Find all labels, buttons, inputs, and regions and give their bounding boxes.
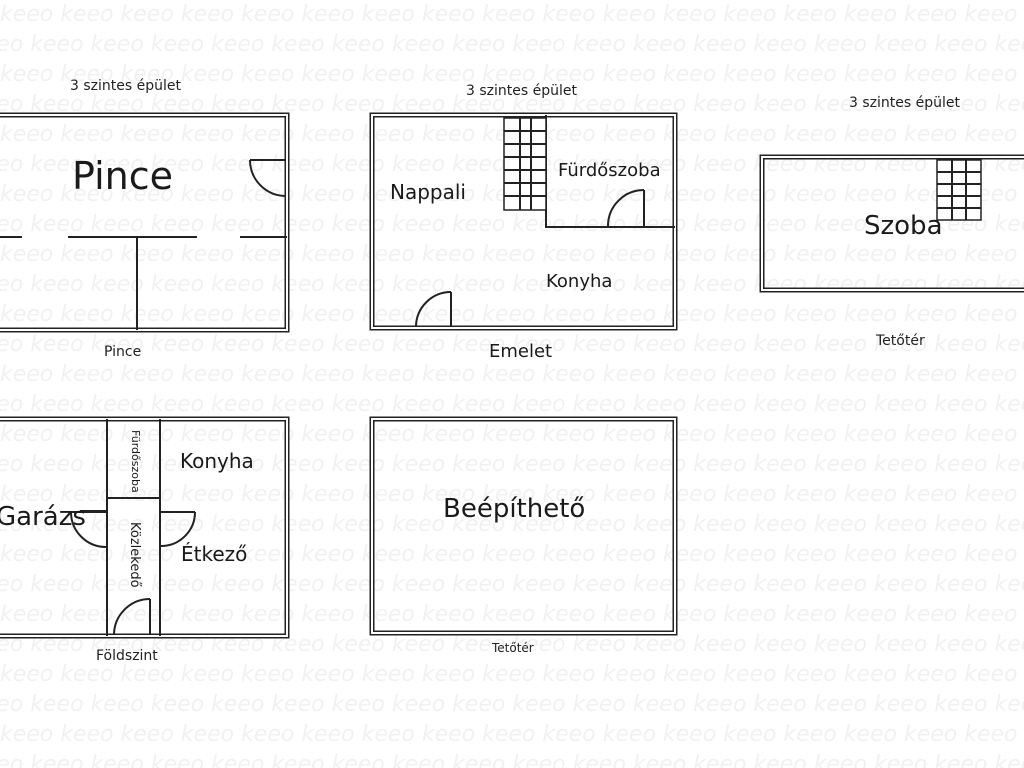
door-icon (113, 598, 151, 636)
room-label-konyha: Konyha (546, 271, 613, 292)
door-icon (160, 511, 196, 547)
stairs-icon (503, 117, 547, 211)
room-label-nappali: Nappali (390, 180, 466, 204)
plan-tetoter-top (759, 154, 1024, 293)
door-icon (607, 189, 645, 227)
room-label-etkezo: Étkező (181, 542, 248, 566)
pince-outer-wall (0, 112, 290, 333)
plan-title: 3 szintes épület (849, 95, 960, 111)
room-label-szoba: Szoba (864, 211, 943, 241)
stairs-icon (936, 159, 982, 221)
tetoter-outer-wall (369, 416, 678, 636)
plan-emelet (369, 112, 678, 331)
plan-title: 3 szintes épület (466, 83, 577, 99)
plan-caption: Tetőtér (492, 641, 534, 655)
room-label-kozlekedo: Közlekedő (127, 522, 142, 588)
plan-tetoter-bottom (369, 416, 678, 636)
room-label-pince: Pince (72, 154, 173, 198)
door-icon (70, 511, 107, 548)
room-label-furdoszoba: Fürdőszoba (129, 430, 142, 493)
room-label-furdoszoba: Fürdőszoba (558, 160, 661, 181)
door-icon (415, 291, 452, 328)
plan-pince (0, 112, 290, 333)
plan-caption: Tetőtér (876, 333, 925, 349)
room-label-beepitheto: Beépíthető (443, 494, 586, 524)
plan-caption: Pince (104, 344, 142, 360)
plan-foldszint (0, 416, 290, 639)
room-label-garazs: Garázs (0, 502, 86, 532)
plan-caption: Földszint (96, 648, 158, 664)
door-icon (249, 159, 287, 197)
plan-caption: Emelet (489, 341, 553, 362)
plan-title: 3 szintes épület (70, 78, 181, 94)
room-label-konyha: Konyha (180, 449, 254, 473)
